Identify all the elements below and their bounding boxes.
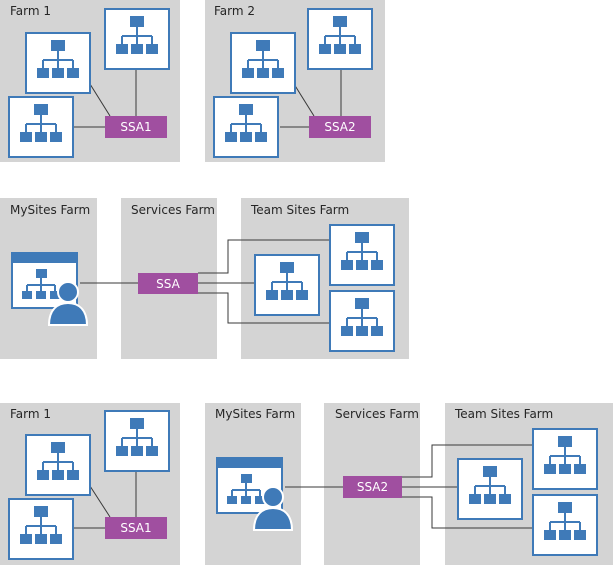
- site-hierarchy-icon: [25, 32, 91, 94]
- bottom-ssa2-box: SSA2: [343, 476, 402, 498]
- middle-services-label: Services Farm: [131, 203, 215, 217]
- bottom-ssa1-box: SSA1: [105, 517, 167, 539]
- middle-ssa-box: SSA: [138, 273, 198, 294]
- site-hierarchy-icon: [104, 410, 170, 472]
- mysite-user-icon: [11, 252, 89, 326]
- site-hierarchy-icon: [307, 8, 373, 70]
- bottom-teamsites-label: Team Sites Farm: [455, 407, 554, 421]
- mysite-user-icon: [216, 457, 294, 531]
- bottom-services-label: Services Farm: [335, 407, 419, 421]
- top-ssa1-box: SSA1: [105, 116, 167, 138]
- site-hierarchy-icon: [532, 428, 598, 490]
- site-hierarchy-icon: [329, 224, 395, 286]
- site-hierarchy-icon: [104, 8, 170, 70]
- top-farm2-label: Farm 2: [214, 4, 256, 18]
- top-ssa2-box: SSA2: [309, 116, 371, 138]
- site-hierarchy-icon: [8, 96, 74, 158]
- site-hierarchy-icon: [213, 96, 279, 158]
- middle-mysites-label: MySites Farm: [10, 203, 91, 217]
- site-hierarchy-icon: [254, 254, 320, 316]
- site-hierarchy-icon: [230, 32, 296, 94]
- site-hierarchy-icon: [457, 458, 523, 520]
- site-hierarchy-icon: [329, 290, 395, 352]
- top-farm1-label: Farm 1: [10, 4, 52, 18]
- bottom-farm1-label: Farm 1: [10, 407, 52, 421]
- site-hierarchy-icon: [532, 494, 598, 556]
- bottom-mysites-label: MySites Farm: [215, 407, 296, 421]
- site-hierarchy-icon: [25, 434, 91, 496]
- site-hierarchy-icon: [8, 498, 74, 560]
- middle-teamsites-label: Team Sites Farm: [251, 203, 350, 217]
